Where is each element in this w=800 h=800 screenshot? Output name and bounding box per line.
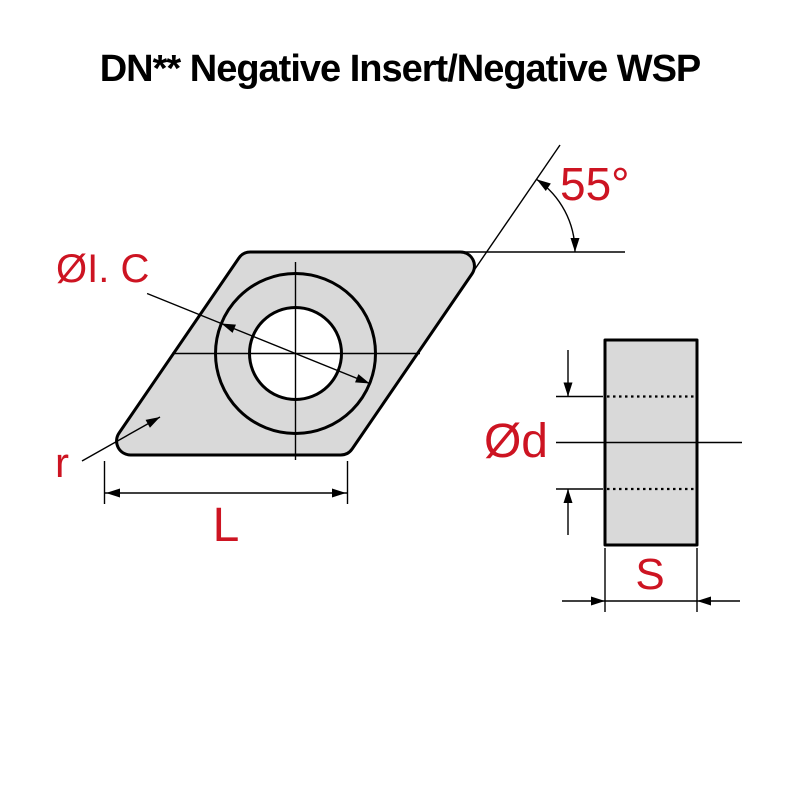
dimension-arrow bbox=[145, 417, 160, 428]
corner-angle-dimension: 55° bbox=[455, 144, 630, 286]
length-dimension: L bbox=[103, 461, 349, 552]
dimension-arrow bbox=[106, 488, 120, 498]
length-label: L bbox=[213, 499, 240, 552]
dimension-arrow bbox=[536, 179, 551, 191]
angle-label: 55° bbox=[560, 158, 630, 210]
thickness-label: S bbox=[635, 550, 664, 599]
hole-diameter-dimension: Ød bbox=[484, 350, 603, 535]
radius-leader bbox=[81, 416, 161, 462]
dimension-arrow bbox=[332, 488, 346, 498]
dimension-arrow bbox=[697, 596, 711, 606]
dimension-arrow bbox=[570, 238, 580, 252]
thickness-dimension: S bbox=[562, 548, 740, 612]
ic-diameter-line bbox=[146, 292, 370, 385]
dimension-arrow bbox=[355, 374, 370, 384]
dimension-arrow bbox=[563, 382, 573, 397]
page-title: DN** Negative Insert/Negative WSP bbox=[99, 48, 702, 90]
side-view bbox=[556, 338, 742, 547]
angle-ref-slant bbox=[463, 144, 561, 286]
hole-diameter-label: Ød bbox=[484, 415, 548, 468]
front-view bbox=[115, 250, 476, 460]
dimension-arrow bbox=[591, 596, 605, 606]
dimension-arrow bbox=[221, 323, 236, 333]
radius-label: r bbox=[55, 439, 69, 486]
corner-radius-dimension: r bbox=[55, 416, 161, 486]
inscribed-circle-dimension: ØI. C bbox=[56, 247, 370, 385]
dimension-arrow bbox=[563, 489, 573, 503]
ic-label: ØI. C bbox=[56, 247, 149, 291]
